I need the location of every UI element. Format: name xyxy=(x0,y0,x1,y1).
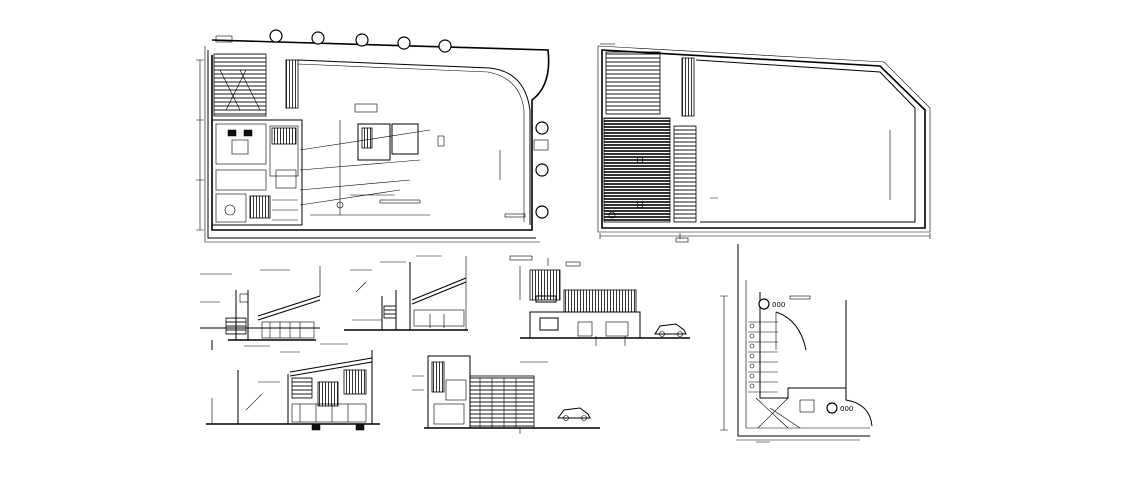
section-a xyxy=(200,266,321,350)
ground-floor-plan xyxy=(196,29,550,243)
tree-icon xyxy=(826,402,838,414)
tag-corner: 000 xyxy=(840,405,853,413)
section-b xyxy=(344,255,468,331)
section-c xyxy=(206,343,380,431)
roof-plan xyxy=(597,43,931,243)
tree-icon xyxy=(535,163,549,177)
tree-icon xyxy=(269,29,283,43)
front-elevation xyxy=(509,255,690,346)
site-corner-plan: 000 000 xyxy=(720,244,873,443)
tree-icon xyxy=(535,205,549,219)
tree-icon xyxy=(397,36,411,50)
car-icon xyxy=(654,323,687,335)
tree-icon xyxy=(535,121,549,135)
tree-icon xyxy=(758,298,770,310)
tag-ground-floor: 000 xyxy=(772,301,785,309)
car-icon xyxy=(557,407,591,419)
rear-elevation xyxy=(412,355,600,434)
parking-stalls xyxy=(748,321,778,393)
tree-icon xyxy=(311,31,325,45)
tree-icon xyxy=(355,33,369,47)
tree-icon xyxy=(438,39,452,53)
